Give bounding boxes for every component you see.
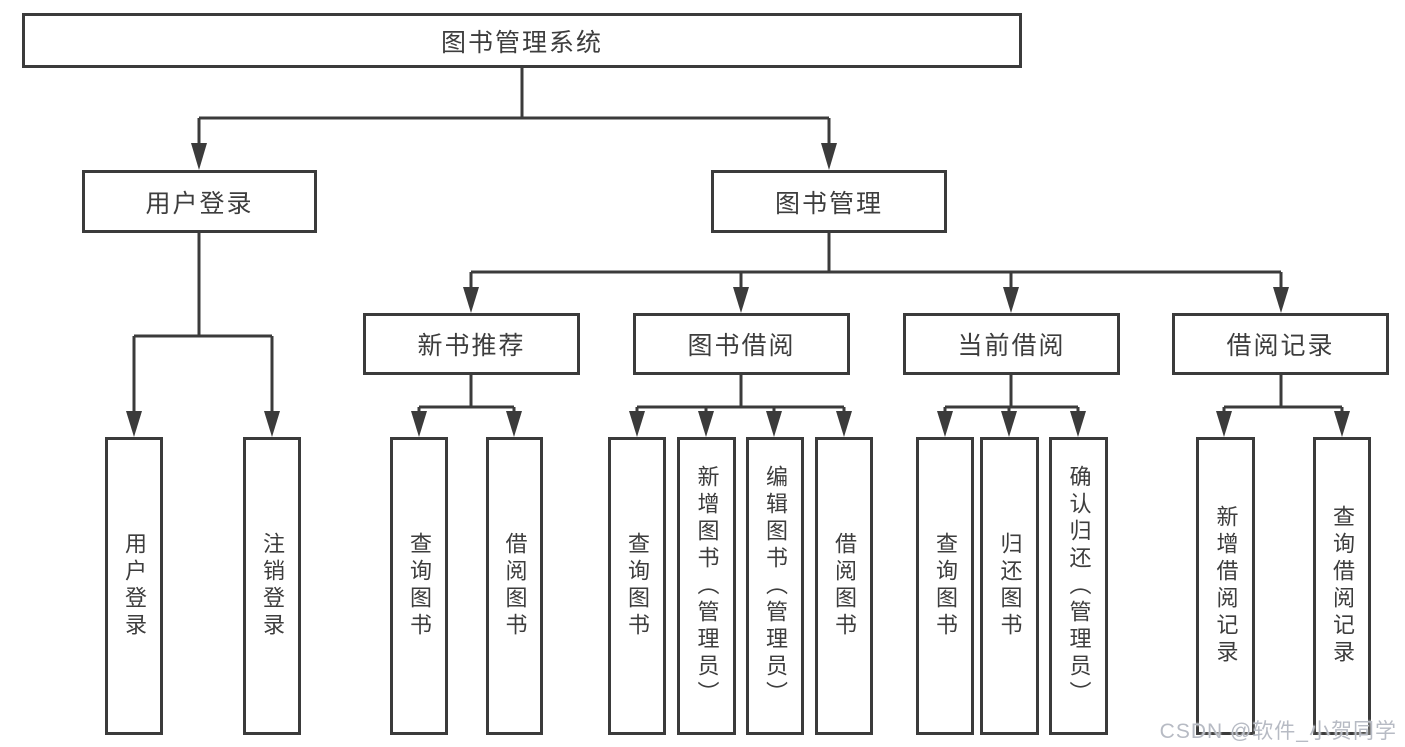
- node-label: 查询图书: [625, 532, 650, 640]
- node-label: 用户登录: [145, 189, 254, 218]
- node-book-borrowing: 图书借阅: [633, 313, 850, 375]
- node-borrowing-records: 借阅记录: [1172, 313, 1389, 375]
- leaf-user-login: 用户登录: [105, 437, 163, 735]
- node-label: 查询图书: [933, 532, 958, 640]
- node-label: 用户登录: [122, 532, 147, 640]
- leaf-return-books: 归还图书: [980, 437, 1039, 735]
- node-label: 新增图书（管理员）: [694, 464, 720, 708]
- leaf-confirm-return-admin: 确认归还（管理员）: [1049, 437, 1108, 735]
- node-label: 借阅图书: [832, 532, 857, 640]
- node-label: 注销登录: [260, 532, 285, 640]
- node-label: 新增借阅记录: [1213, 505, 1239, 667]
- node-label: 确认归还（管理员）: [1066, 464, 1092, 708]
- leaf-edit-books-admin: 编辑图书（管理员）: [746, 437, 804, 735]
- node-current-borrowing: 当前借阅: [903, 313, 1120, 375]
- node-label: 借阅记录: [1226, 332, 1335, 360]
- csdn-watermark: CSDN @软件_小贺同学: [1159, 720, 1397, 743]
- node-label: 查询借阅记录: [1330, 505, 1355, 667]
- leaf-add-borrow-record: 新增借阅记录: [1196, 437, 1255, 735]
- node-label: 归还图书: [997, 532, 1023, 640]
- leaf-query-borrow-record: 查询借阅记录: [1313, 437, 1371, 735]
- node-user-login-branch: 用户登录: [82, 170, 317, 233]
- node-label: 图书管理系统: [440, 28, 603, 57]
- leaf-borrow-books-recommend: 借阅图书: [486, 437, 543, 735]
- leaf-logout: 注销登录: [243, 437, 301, 735]
- node-label: 查询图书: [407, 532, 432, 640]
- node-label: 新书推荐: [417, 332, 526, 360]
- node-book-management: 图书管理: [711, 170, 947, 233]
- node-label: 编辑图书（管理员）: [763, 464, 788, 708]
- node-label: 图书管理: [774, 189, 883, 218]
- leaf-query-books-current: 查询图书: [916, 437, 974, 735]
- leaf-add-books-admin: 新增图书（管理员）: [677, 437, 736, 735]
- node-new-book-recommend: 新书推荐: [363, 313, 580, 375]
- node-label: 当前借阅: [957, 332, 1066, 360]
- leaf-query-books-recommend: 查询图书: [390, 437, 448, 735]
- node-label: 借阅图书: [502, 532, 528, 640]
- leaf-query-books-borrowing: 查询图书: [608, 437, 666, 735]
- leaf-borrow-books: 借阅图书: [815, 437, 873, 735]
- node-label: 图书借阅: [687, 332, 796, 360]
- node-library-management-system: 图书管理系统: [22, 13, 1022, 68]
